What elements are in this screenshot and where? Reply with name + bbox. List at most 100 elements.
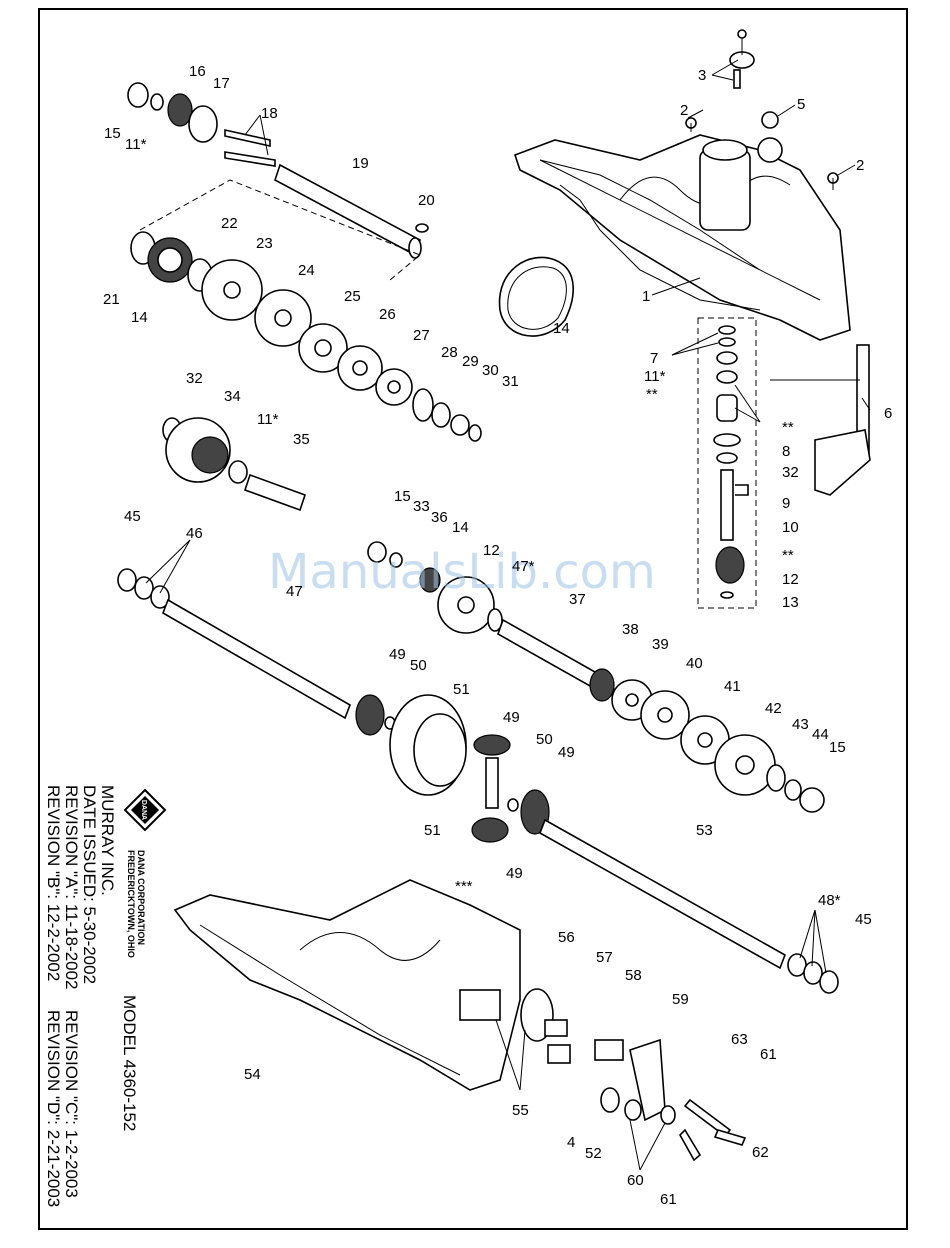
drive-chain (498, 256, 574, 337)
label-62: 62 (752, 1144, 769, 1161)
label-47: 47 (286, 583, 303, 600)
differential-gears (471, 734, 550, 843)
date-issued: DATE ISSUED: 5-30-2002 (80, 785, 99, 984)
label-1: 1 (642, 288, 650, 305)
shaft-19-assembly (127, 82, 429, 259)
label-double-star: ** (782, 419, 794, 436)
label-31: 31 (502, 373, 519, 390)
label-double-star: ** (646, 386, 658, 403)
label-14: 14 (452, 519, 469, 536)
label-33: 33 (413, 498, 430, 515)
leader-lines (145, 59, 871, 1171)
label-12: 12 (782, 571, 799, 588)
label-60: 60 (627, 1172, 644, 1189)
label-10: 10 (782, 519, 799, 536)
label-11: 11* (125, 136, 147, 153)
part-labels: 1 2 2 3 4 5 6 7 8 9 10 11* 11* 11* 12 12… (103, 63, 892, 1208)
label-38: 38 (622, 621, 639, 638)
label-45: 45 (124, 508, 141, 525)
lower-housing (173, 879, 521, 1091)
label-63: 63 (731, 1031, 748, 1048)
shaft-10-stack (697, 317, 757, 609)
label-50: 50 (410, 657, 427, 674)
label-7: 7 (650, 350, 658, 367)
label-35: 35 (293, 431, 310, 448)
upper-housing (513, 134, 851, 341)
dana-logo: DANA (123, 788, 167, 832)
gear-34-assembly (162, 417, 307, 512)
label-43: 43 (792, 716, 809, 733)
label-21: 21 (103, 291, 120, 308)
gear-row-upper (130, 231, 482, 442)
label-34: 34 (224, 388, 241, 405)
label-52: 52 (585, 1145, 602, 1162)
label-40: 40 (686, 655, 703, 672)
label-5: 5 (797, 96, 805, 113)
label-23: 23 (256, 235, 273, 252)
label-30: 30 (482, 362, 499, 379)
label-13: 13 (782, 594, 799, 611)
label-11: 11* (644, 368, 666, 385)
label-14: 14 (131, 309, 148, 326)
brake-assembly (520, 988, 747, 1162)
label-44: 44 (812, 726, 829, 743)
label-50: 50 (536, 731, 553, 748)
label-39: 39 (652, 636, 669, 653)
label-42: 42 (765, 700, 782, 717)
ring-gear-51 (389, 694, 467, 796)
page-frame (38, 8, 908, 1230)
label-6: 6 (884, 405, 892, 422)
label-triple-star: *** (455, 878, 473, 895)
dana-corporation-text: DANA CORPORATION (136, 850, 146, 945)
pinion-gear-cluster (367, 541, 503, 634)
axle-53 (539, 818, 839, 994)
label-36: 36 (431, 509, 448, 526)
label-61: 61 (660, 1191, 677, 1208)
label-56: 56 (558, 929, 575, 946)
label-37: 37 (569, 591, 586, 608)
label-46: 46 (186, 525, 203, 542)
label-18: 18 (261, 105, 278, 122)
label-59: 59 (672, 991, 689, 1008)
label-2: 2 (680, 102, 688, 119)
label-61: 61 (760, 1046, 777, 1063)
fredericktown-text: FREDERICKTOWN, OHIO (126, 850, 136, 958)
label-27: 27 (413, 327, 430, 344)
label-51: 51 (424, 822, 441, 839)
label-15: 15 (104, 125, 121, 142)
dana-logo-text: DANA (140, 800, 147, 820)
label-double-star: ** (782, 547, 794, 564)
label-20: 20 (418, 192, 435, 209)
label-45: 45 (855, 911, 872, 928)
label-14: 14 (553, 320, 570, 337)
label-19: 19 (352, 155, 369, 172)
revision-info-block: DANA CORPORATION FREDERICKTOWN, OHIO MUR… (44, 785, 146, 1207)
label-51: 51 (453, 681, 470, 698)
model-number: MODEL 4360-152 (120, 995, 139, 1131)
label-17: 17 (213, 75, 230, 92)
label-53: 53 (696, 822, 713, 839)
revision-d: REVISION "D": 2-21-2003 (44, 1010, 63, 1207)
label-49: 49 (558, 744, 575, 761)
label-47-star: 47* (512, 558, 535, 575)
revision-c: REVISION "C": 1-2-2003 (62, 1010, 81, 1198)
company-name: MURRAY INC. (98, 785, 117, 896)
revision-a: REVISION "A": 11-18-2002 (62, 785, 81, 990)
label-9: 9 (782, 495, 790, 512)
label-12: 12 (483, 542, 500, 559)
label-48: 48* (818, 892, 841, 909)
label-16: 16 (189, 63, 206, 80)
revision-b: REVISION "B": 12-2-2002 (44, 785, 63, 981)
label-29: 29 (462, 353, 479, 370)
label-55: 55 (512, 1102, 529, 1119)
label-8: 8 (782, 443, 790, 460)
label-22: 22 (221, 215, 238, 232)
shaft-37-gear-train (497, 618, 825, 813)
label-25: 25 (344, 288, 361, 305)
label-15: 15 (829, 739, 846, 756)
label-54: 54 (244, 1066, 261, 1083)
label-11: 11* (257, 411, 279, 428)
label-49: 49 (503, 709, 520, 726)
label-58: 58 (625, 967, 642, 984)
